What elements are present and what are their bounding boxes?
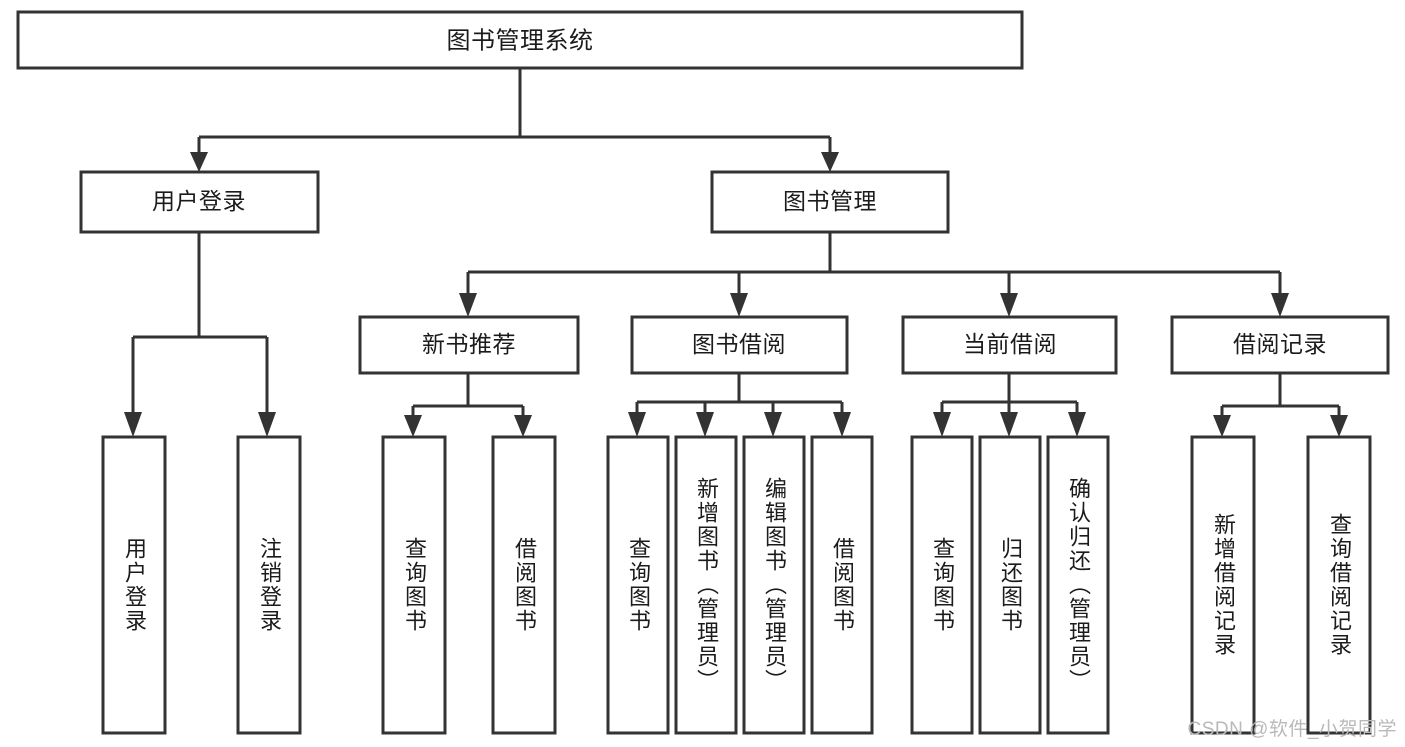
node-user-login[interactable]: 用户登录 [79, 170, 320, 234]
leaf-confirm-return[interactable]: 确认归还（管理员） [1046, 435, 1110, 735]
leaf-return-book-label: 归还图书 [997, 537, 1023, 633]
csdn-watermark: CSDN @软件_小贺同学 [1187, 719, 1397, 740]
arrow-head-leaf-confirm-return [1068, 412, 1086, 437]
leaf-user-login-label: 用户登录 [121, 537, 147, 633]
leaf-borrow-book-1[interactable]: 借阅图书 [491, 435, 557, 735]
leaf-edit-book-box[interactable] [742, 435, 806, 735]
arrow-head-leaf-edit-book [764, 412, 782, 437]
node-root-label: 图书管理系统 [447, 27, 594, 54]
leaf-add-book[interactable]: 新增图书（管理员） [674, 435, 738, 735]
node-borrow-record-label: 借阅记录 [1233, 331, 1327, 357]
node-borrow-record[interactable]: 借阅记录 [1170, 315, 1390, 375]
node-current-borrow[interactable]: 当前借阅 [901, 315, 1118, 375]
arrow-head-user-login [190, 152, 208, 172]
arrow-head-current-borrow [1000, 293, 1018, 317]
leaf-edit-book-label: 编辑图书（管理员） [761, 477, 787, 693]
leaf-borrow-book-2-box[interactable] [810, 435, 874, 735]
node-new-book-recommend-box[interactable] [358, 315, 580, 375]
leaf-user-logout-box[interactable] [236, 435, 302, 735]
arrow-head-new-book-recommend [459, 293, 477, 317]
arrow-head-borrow-record [1271, 293, 1289, 317]
arrow-head-leaf-borrow-book-2 [833, 412, 851, 437]
leaf-borrow-book-2[interactable]: 借阅图书 [810, 435, 874, 735]
node-book-borrow[interactable]: 图书借阅 [630, 315, 849, 375]
leaf-add-record[interactable]: 新增借阅记录 [1190, 435, 1256, 735]
leaf-add-record-label: 新增借阅记录 [1210, 513, 1236, 657]
leaf-query-record-label: 查询借阅记录 [1326, 513, 1352, 657]
leaf-confirm-return-label: 确认归还（管理员） [1065, 477, 1091, 693]
arrow-head-leaf-query-book-3 [933, 412, 951, 437]
arrow-head-leaf-user-logout [258, 412, 276, 437]
node-book-management[interactable]: 图书管理 [710, 170, 950, 234]
edge-layer [124, 68, 1348, 437]
node-new-book-recommend[interactable]: 新书推荐 [358, 315, 580, 375]
leaf-return-book-box[interactable] [978, 435, 1042, 735]
arrow-head-leaf-add-book [696, 412, 714, 437]
node-book-borrow-label: 图书借阅 [692, 331, 786, 357]
leaf-add-book-label: 新增图书（管理员） [693, 477, 719, 693]
leaf-borrow-book-1-box[interactable] [491, 435, 557, 735]
node-book-management-box[interactable] [710, 170, 950, 234]
leaf-user-logout[interactable]: 注销登录 [236, 435, 302, 735]
leaf-query-book-3-box[interactable] [910, 435, 974, 735]
node-new-book-recommend-label: 新书推荐 [422, 331, 516, 357]
node-book-management-label: 图书管理 [783, 188, 877, 214]
node-root[interactable]: 图书管理系统 [16, 10, 1024, 70]
arrow-head-leaf-borrow-book-1 [514, 415, 532, 437]
node-current-borrow-label: 当前借阅 [963, 331, 1057, 357]
leaf-query-book-1-box[interactable] [381, 435, 447, 735]
arrow-head-leaf-user-login [124, 412, 142, 437]
node-borrow-record-box[interactable] [1170, 315, 1390, 375]
arrow-head-leaf-return-book [1000, 412, 1018, 437]
arrow-head-leaf-query-book-1 [404, 415, 422, 437]
node-user-login-label: 用户登录 [152, 188, 246, 214]
leaf-borrow-book-1-label: 借阅图书 [511, 537, 537, 633]
leaf-edit-book[interactable]: 编辑图书（管理员） [742, 435, 806, 735]
node-current-borrow-box[interactable] [901, 315, 1118, 375]
arrow-head-leaf-query-record [1330, 415, 1348, 437]
leaf-borrow-book-2-label: 借阅图书 [829, 537, 855, 633]
leaf-query-record-box[interactable] [1306, 435, 1372, 735]
node-book-borrow-box[interactable] [630, 315, 849, 375]
leaf-query-book-2[interactable]: 查询图书 [606, 435, 670, 735]
leaf-query-book-2-box[interactable] [606, 435, 670, 735]
arrow-head-leaf-add-record [1213, 415, 1231, 437]
arrow-head-book-borrow [730, 293, 748, 317]
arrow-head-leaf-query-book-2 [628, 412, 646, 437]
leaf-add-book-box[interactable] [674, 435, 738, 735]
leaf-confirm-return-box[interactable] [1046, 435, 1110, 735]
node-root-box[interactable] [16, 10, 1024, 70]
leaf-add-record-box[interactable] [1190, 435, 1256, 735]
node-user-login-box[interactable] [79, 170, 320, 234]
leaf-query-book-3-label: 查询图书 [929, 537, 955, 633]
leaf-query-book-3[interactable]: 查询图书 [910, 435, 974, 735]
leaf-query-book-2-label: 查询图书 [625, 537, 651, 633]
leaf-user-login-box[interactable] [101, 435, 167, 735]
leaf-query-record[interactable]: 查询借阅记录 [1306, 435, 1372, 735]
leaf-query-book-1-label: 查询图书 [401, 537, 427, 633]
arrow-head-book-management [821, 152, 839, 172]
leaf-user-login[interactable]: 用户登录 [101, 435, 167, 735]
leaf-user-logout-label: 注销登录 [256, 537, 282, 633]
leaf-return-book[interactable]: 归还图书 [978, 435, 1042, 735]
leaf-query-book-1[interactable]: 查询图书 [381, 435, 447, 735]
